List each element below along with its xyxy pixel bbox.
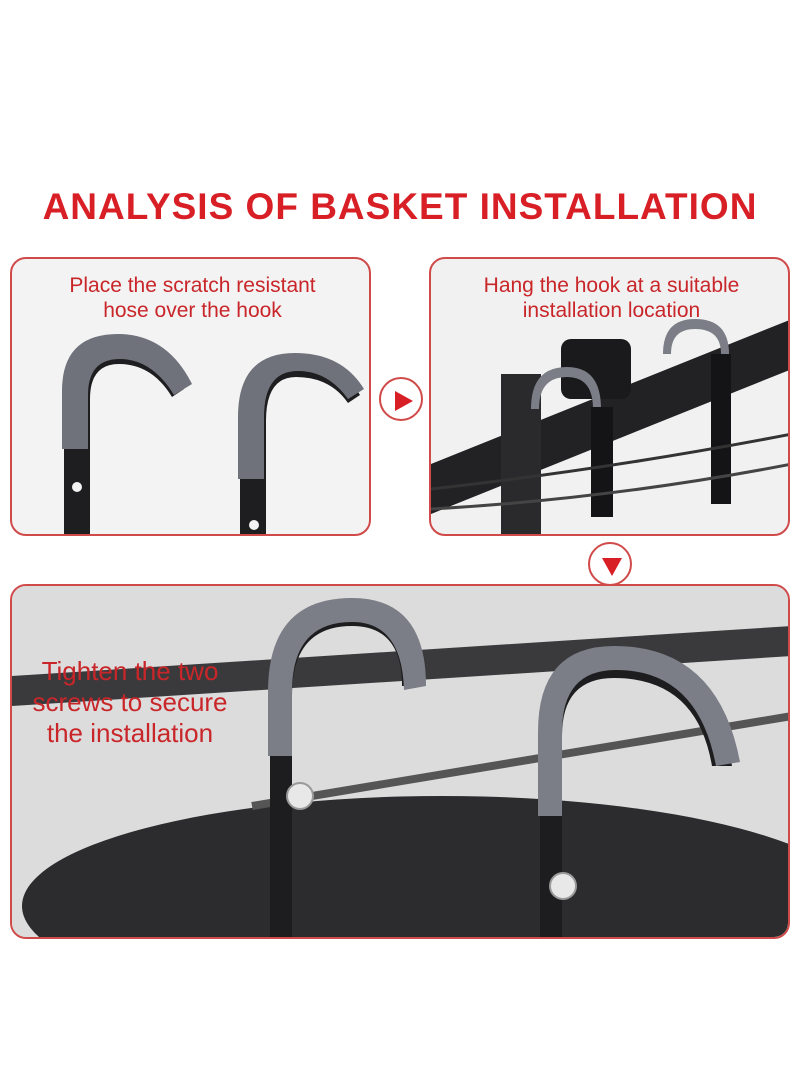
screw-icon: [549, 872, 577, 900]
step-3-line-2: screws to secure: [32, 687, 228, 717]
screw-hole-icon: [72, 482, 82, 492]
handlebar-illustration: [431, 319, 788, 534]
step-panel-tighten: Tighten the two screws to secure the ins…: [10, 584, 790, 939]
hooks-illustration: [62, 334, 364, 534]
step-3-caption: Tighten the two screws to secure the ins…: [20, 656, 240, 749]
step-2-line-1: Hang the hook at a suitable: [483, 274, 740, 297]
screw-hole-icon: [249, 520, 259, 530]
play-arrow-down-icon: [602, 558, 622, 576]
step-panel-hose: Place the scratch resistant hose over th…: [10, 257, 371, 536]
step-panel-hang: Hang the hook at a suitable installation…: [429, 257, 790, 536]
basket-screws-illustration: [12, 586, 788, 937]
step-3-line-3: the installation: [46, 718, 214, 748]
step-2-caption: Hang the hook at a suitable installation…: [431, 273, 788, 323]
play-arrow-right-icon: [395, 391, 413, 411]
screw-icon: [286, 782, 314, 810]
step-3-line-1: Tighten the two: [41, 656, 219, 686]
step-1-line-2: hose over the hook: [103, 299, 282, 322]
step-1-caption: Place the scratch resistant hose over th…: [12, 273, 369, 323]
next-step-arrow: [588, 542, 632, 586]
step-1-line-1: Place the scratch resistant: [69, 274, 316, 297]
step-2-line-2: installation location: [522, 299, 701, 322]
page-title: ANALYSIS OF BASKET INSTALLATION: [42, 186, 758, 227]
next-step-arrow: [379, 377, 423, 421]
